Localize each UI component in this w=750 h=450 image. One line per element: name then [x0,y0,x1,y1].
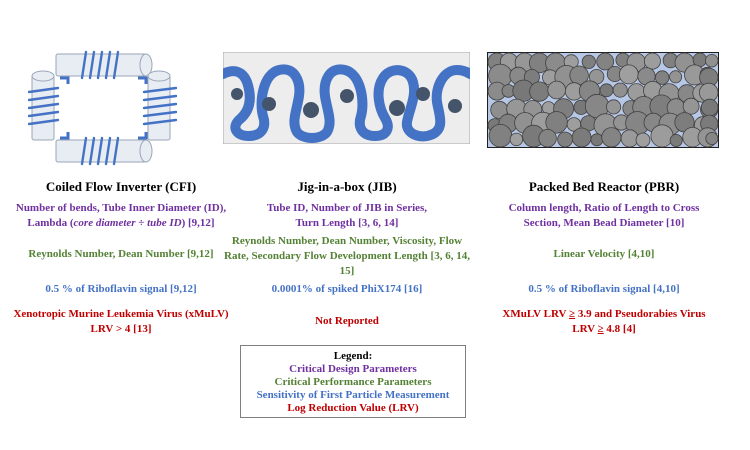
cfi-title: Coiled Flow Inverter (CFI) [45,179,197,194]
pbr-bead [704,53,719,68]
legend-design: Critical Design Parameters [289,363,417,375]
cfi-lrv: Xenotropic Murine Leukemia Virus (xMuLV)… [13,308,229,335]
pbr-bead [596,52,615,71]
legend-lrv: Log Reduction Value (LRV) [287,402,419,414]
jib-lrv: Not Reported [315,315,379,327]
pbr-beads [487,52,719,148]
jib-performance-parameters: Reynolds Number, Dean Number, Viscosity,… [224,235,470,277]
pbr-lrv: XMuLV LRV ≥ 3.9 and Pseudorabies Virus L… [502,308,706,335]
pbr-bead [669,70,683,84]
pbr-bead [581,54,596,69]
pbr-bead [705,132,719,146]
pbr-performance-parameters: Linear Velocity [4,10] [553,248,655,260]
jib-title: Jig-in-a-box (JIB) [297,179,397,194]
column-pbr: Packed Bed Reactor (PBR) Column length, … [479,0,729,450]
cfi-design-parameters: Number of bends, Tube Inner Diameter (ID… [15,202,227,229]
pbr-design-parameters: Column length, Ratio of Length to Cross … [508,202,700,229]
jib-serpentine-tube [223,64,470,143]
jib-particles [231,87,462,118]
pbr-bead [654,70,670,85]
jib-sensitivity: 0.0001% of spiked PhiX174 [16] [271,283,423,295]
pbr-bead [606,99,622,115]
cfi-sensitivity: 0.5 % of Riboflavin signal [9,12] [45,283,197,295]
pbr-illustration [487,52,719,148]
pbr-bead [682,97,700,115]
column-cfi: Coiled Flow Inverter (CFI) Number of ben… [0,0,246,450]
legend-box: Legend: Critical Design Parameters Criti… [240,345,466,418]
pbr-bead [669,134,683,148]
pbr-sensitivity: 0.5 % of Riboflavin signal [4,10] [528,283,680,295]
cfi-coils [28,50,178,166]
pbr-bead [643,52,661,70]
pbr-bead [538,128,557,148]
jib-design-parameters: Tube ID, Number of JIB in Series, Turn L… [266,202,428,229]
jib-illustration [223,52,470,144]
legend-sensitivity: Sensitivity of First Particle Measuremen… [256,389,450,401]
legend-performance: Critical Performance Parameters [274,376,432,388]
pbr-bead [635,132,651,148]
cfi-illustration [28,50,178,166]
cfi-performance-parameters: Reynolds Number, Dean Number [9,12] [28,248,214,260]
legend-heading: Legend: [333,350,373,362]
pbr-bead [612,82,628,98]
column-jib: Jig-in-a-box (JIB) Tube ID, Number of JI… [222,0,472,450]
cfi-bends [60,76,148,140]
pbr-title: Packed Bed Reactor (PBR) [528,179,680,194]
